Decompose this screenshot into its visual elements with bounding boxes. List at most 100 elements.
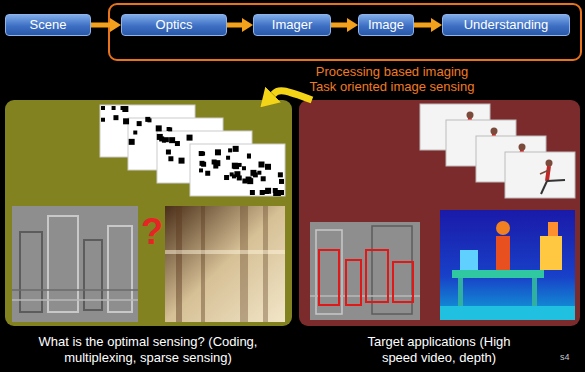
sample-dot — [112, 106, 116, 110]
sample-dot — [238, 163, 242, 167]
sample-dot — [261, 176, 266, 181]
sample-dot — [179, 158, 185, 164]
sample-dot — [234, 171, 240, 177]
slide-number: s4 — [560, 352, 570, 363]
illustration-part — [12, 206, 138, 322]
sample-dot — [169, 137, 175, 143]
video-frame — [446, 120, 516, 166]
illustration-part — [128, 118, 223, 170]
sample-dot — [113, 115, 118, 120]
video-frame — [420, 104, 490, 150]
illustration-part — [108, 226, 132, 312]
sample-dot — [253, 172, 258, 177]
process-box: Imager — [253, 14, 331, 36]
sample-dot — [164, 137, 169, 142]
caption-holder: Target applications (High speed video, d… — [349, 334, 529, 366]
depth-map — [440, 210, 575, 320]
image-panel: Target applications (High speed video, d… — [299, 100, 580, 326]
illustration-part — [310, 295, 420, 297]
caption-holder: Processing based imaging — [242, 64, 542, 79]
sample-dot — [250, 190, 255, 195]
sample-dot — [187, 135, 193, 141]
caption-holder: Task oriented image sensing — [242, 79, 542, 94]
box-label: Understanding — [464, 17, 549, 33]
coded-image — [165, 206, 285, 322]
sample-dot — [157, 134, 163, 140]
illustration-part — [310, 222, 420, 320]
illustration-part — [458, 278, 463, 308]
sample-dot — [247, 178, 253, 184]
illustration-part — [48, 216, 78, 312]
illustration-part — [366, 250, 388, 302]
sample-dot — [224, 175, 229, 180]
sample-dot — [137, 121, 142, 126]
sample-dot — [257, 171, 261, 175]
illustration-part — [393, 262, 413, 302]
flow-arrow — [227, 23, 242, 28]
process-box: Scene — [5, 14, 91, 36]
illustration-part — [505, 152, 575, 198]
illustration-part — [316, 230, 342, 314]
sample-dot — [228, 148, 232, 152]
sample-dot — [265, 188, 271, 194]
video-frame — [476, 136, 546, 182]
panel-caption: Target applications (High speed video, d… — [349, 334, 529, 366]
sample-dot — [246, 177, 252, 183]
illustration-part — [540, 236, 562, 270]
sample-dot — [275, 190, 281, 196]
sample-dot — [265, 164, 271, 170]
sparse-samples — [101, 106, 284, 196]
illustration-part — [165, 250, 285, 254]
illustration-part — [84, 240, 102, 310]
flow-arrow — [91, 23, 110, 28]
illustration-part — [513, 154, 522, 158]
sample-dot — [201, 152, 205, 156]
sample-dot — [247, 153, 251, 157]
region-caption: Processing based imaging — [242, 64, 542, 79]
sample-dot — [215, 149, 221, 155]
sample-dot — [226, 156, 230, 160]
panel-caption: What is the optimal sensing? (Coding, mu… — [23, 334, 273, 366]
sample-dot — [263, 190, 267, 194]
question-mark: ? — [141, 212, 163, 252]
feedback-arrow — [273, 91, 312, 100]
illustration-part — [263, 206, 268, 322]
illustration-part — [540, 170, 549, 174]
box-label: Imager — [272, 17, 312, 33]
sample-dot — [273, 190, 279, 196]
process-box: Optics — [121, 14, 227, 36]
illustration-part — [532, 278, 537, 308]
box-label: Optics — [156, 17, 193, 33]
illustration-part — [319, 250, 339, 305]
illustration-part — [467, 112, 474, 119]
sample-dot — [175, 141, 180, 146]
illustration-part — [520, 165, 536, 166]
illustration-part — [176, 206, 182, 322]
detection-image — [310, 222, 420, 320]
sample-dot — [147, 118, 151, 122]
flow-arrow — [414, 23, 431, 28]
sample-dot — [162, 139, 166, 143]
sample-dot — [258, 161, 264, 167]
emboss-image — [12, 206, 138, 322]
illustration-part — [201, 206, 205, 322]
illustration-part — [491, 128, 498, 135]
process-box: Understanding — [442, 14, 570, 36]
region-caption: Task oriented image sensing — [242, 79, 542, 94]
sample-dot — [167, 127, 171, 131]
illustration-part — [446, 120, 516, 166]
illustration-part — [460, 250, 478, 270]
label-holder: ? — [141, 212, 163, 252]
sample-dot — [205, 171, 210, 176]
illustration-part — [485, 138, 494, 142]
sample-dot — [247, 155, 251, 159]
illustration-part — [157, 131, 252, 183]
sample-dot — [200, 161, 205, 166]
sample-dot — [250, 170, 256, 176]
flow-arrow — [331, 23, 347, 28]
sample-dot — [201, 162, 206, 167]
